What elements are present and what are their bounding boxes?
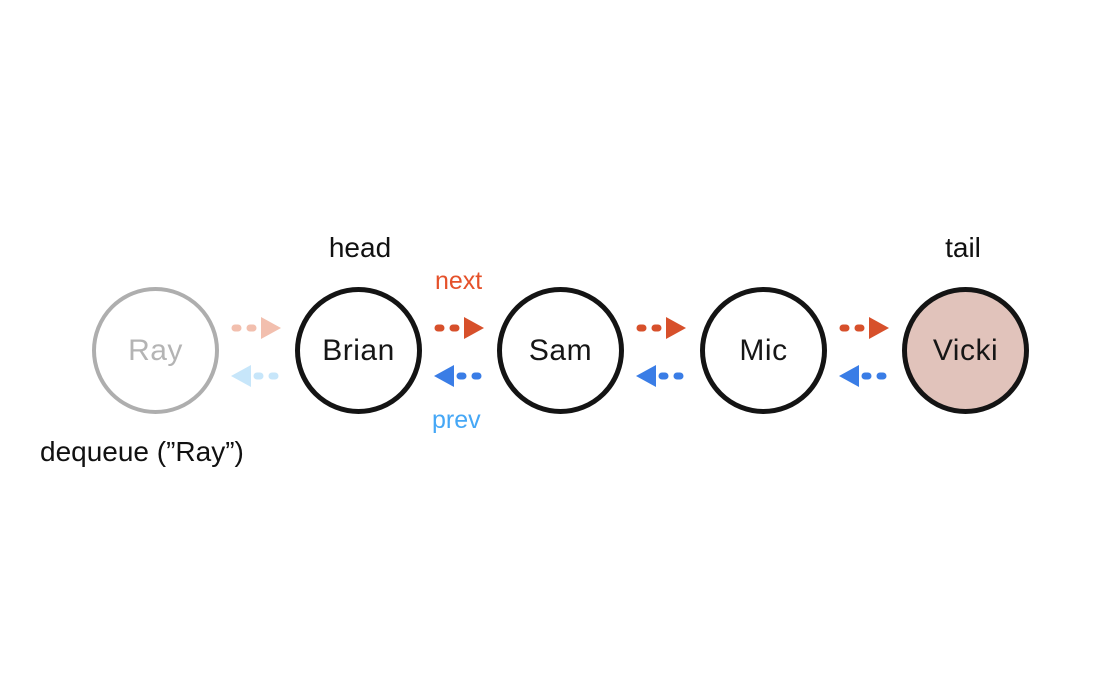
next-arrow-icon [434,317,484,339]
next-pointer-label: next [435,267,483,295]
operation-label: dequeue (”Ray”) [40,436,244,467]
prev-arrow-faded-icon [231,365,279,387]
node-sam: Sam [497,287,624,414]
node-ray: Ray [92,287,219,414]
tail-label: tail [945,232,981,263]
node-mic: Mic [700,287,827,414]
prev-arrow-icon [434,365,482,387]
next-arrow-icon [839,317,889,339]
prev-arrow-icon [839,365,887,387]
node-mic-label: Mic [739,333,788,367]
next-arrow-faded-icon [231,317,281,339]
next-arrow-icon [636,317,686,339]
node-ray-label: Ray [128,333,183,367]
node-brian: Brian [295,287,422,414]
head-label: head [328,232,392,263]
node-sam-label: Sam [528,333,593,367]
prev-pointer-label: prev [432,406,481,434]
node-brian-label: Brian [322,333,395,367]
node-vicki: Vicki [902,287,1029,414]
node-vicki-label: Vicki [932,333,999,367]
prev-arrow-icon [636,365,684,387]
